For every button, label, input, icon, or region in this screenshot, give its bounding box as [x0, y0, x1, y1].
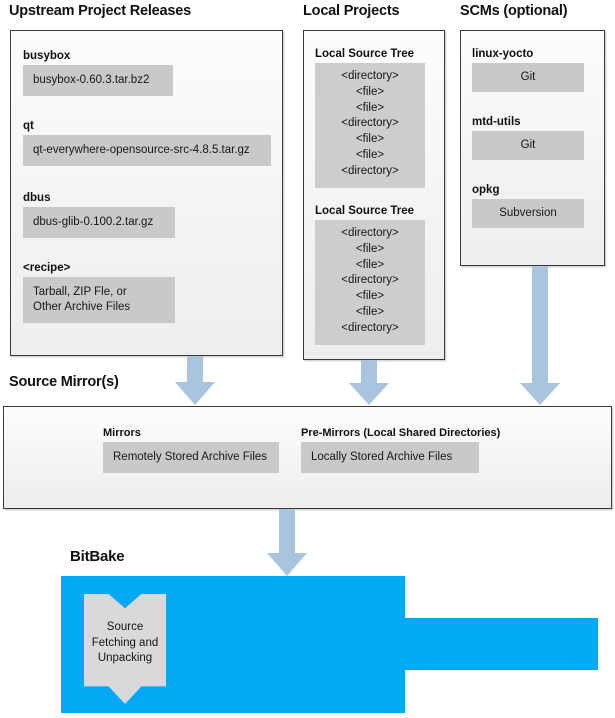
- entry-value-qt: qt-everywhere-opensource-src-4.8.5.tar.g…: [23, 135, 271, 166]
- local-source-tree-1-label: Local Source Tree: [315, 48, 415, 60]
- entry-recipe: <recipe> Tarball, ZIP Fle, or Other Arch…: [23, 262, 263, 323]
- local-source-tree-2-label: Local Source Tree: [315, 205, 415, 217]
- arrow-mirror-to-bitbake-icon: [266, 509, 308, 577]
- entry-label-mtd-utils: mtd-utils: [472, 116, 521, 128]
- task-source-fetching-and-unpacking: Source Fetching and Unpacking: [84, 594, 166, 704]
- entry-value-linux-yocto: Git: [472, 63, 584, 92]
- entry-value-mirrors: Remotely Stored Archive Files: [103, 442, 279, 473]
- entry-dbus: dbus dbus-glib-0.100.2.tar.gz: [23, 192, 263, 238]
- entry-label-opkg: opkg: [472, 184, 500, 196]
- entry-label-mirrors: Mirrors: [103, 427, 141, 439]
- arrow-scms-to-mirror-icon: [519, 266, 561, 406]
- entry-label-linux-yocto: linux-yocto: [472, 48, 534, 60]
- section-title-bitbake: BitBake: [70, 548, 125, 565]
- local-source-tree-2: Local Source Tree <directory> <file> <fi…: [315, 205, 425, 345]
- local-source-tree-1: Local Source Tree <directory> <file> <fi…: [315, 48, 425, 188]
- entry-label-qt: qt: [23, 120, 34, 132]
- task-label: Source Fetching and Unpacking: [91, 621, 159, 664]
- entry-label-dbus: dbus: [23, 192, 51, 204]
- section-title-upstream: Upstream Project Releases: [9, 3, 191, 19]
- entry-value-pre-mirrors: Locally Stored Archive Files: [301, 442, 479, 473]
- entry-value-dbus: dbus-glib-0.100.2.tar.gz: [23, 207, 175, 238]
- arrow-upstream-to-mirror-icon: [174, 356, 216, 406]
- entry-pre-mirrors: Pre-Mirrors (Local Shared Directories) L…: [301, 427, 500, 473]
- section-title-local-projects: Local Projects: [303, 3, 400, 19]
- entry-label-busybox: busybox: [23, 50, 71, 62]
- entry-mtd-utils: mtd-utils Git: [472, 116, 584, 160]
- entry-mirrors: Mirrors Remotely Stored Archive Files: [103, 427, 279, 473]
- local-source-tree-1-lines: <directory> <file> <file> <directory> <f…: [315, 63, 425, 188]
- entry-value-mtd-utils: Git: [472, 131, 584, 160]
- entry-value-busybox: busybox-0.60.3.tar.bz2: [23, 65, 173, 96]
- entry-linux-yocto: linux-yocto Git: [472, 48, 584, 92]
- entry-qt: qt qt-everywhere-opensource-src-4.8.5.ta…: [23, 120, 271, 166]
- section-title-scms: SCMs (optional): [460, 3, 568, 19]
- entry-label-pre-mirrors: Pre-Mirrors (Local Shared Directories): [301, 427, 501, 439]
- entry-busybox: busybox busybox-0.60.3.tar.bz2: [23, 50, 263, 96]
- bitbake-block-arm: [402, 618, 598, 670]
- entry-value-opkg: Subversion: [472, 199, 584, 228]
- task-shape: [84, 594, 166, 704]
- entry-label-recipe: <recipe>: [23, 262, 71, 274]
- entry-value-recipe: Tarball, ZIP Fle, or Other Archive Files: [23, 277, 175, 323]
- local-source-tree-2-lines: <directory> <file> <file> <directory> <f…: [315, 220, 425, 345]
- arrow-local-projects-to-mirror-icon: [348, 360, 390, 406]
- entry-opkg: opkg Subversion: [472, 184, 584, 228]
- section-title-source-mirrors: Source Mirror(s): [9, 374, 119, 390]
